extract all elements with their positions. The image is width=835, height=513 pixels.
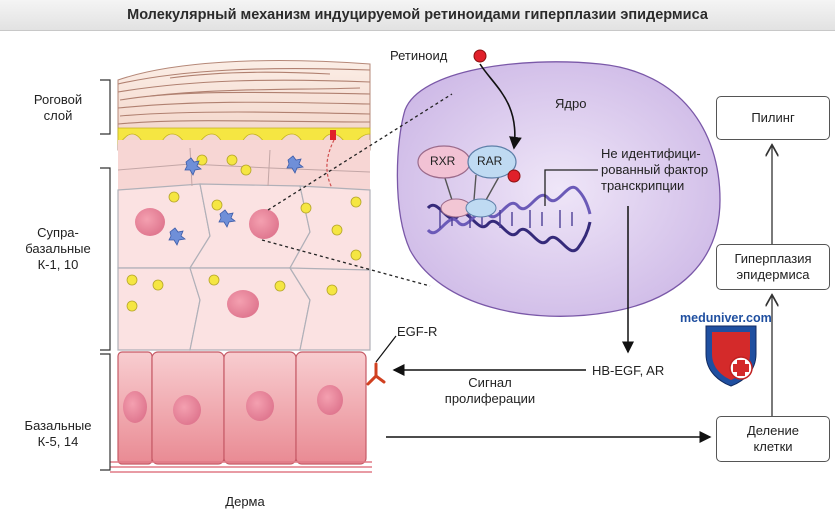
dna-binding-blue	[465, 198, 497, 218]
retinoid-label: Ретиноид	[390, 48, 448, 63]
suprabasal-cells	[117, 183, 371, 351]
layer-brackets	[100, 79, 111, 471]
factor-pointer	[544, 169, 598, 206]
cell-nuclei	[123, 208, 343, 425]
retinoid-arrow	[479, 63, 522, 150]
nucleus-label: Ядро	[555, 96, 587, 111]
horny-stripes	[117, 67, 371, 125]
dermis-label: Дерма	[225, 494, 265, 509]
signal-line-2: пролиферации	[444, 391, 536, 406]
basal-label-line-2: К-5, 14	[37, 434, 79, 449]
factor-line-3: транскрипции	[601, 178, 685, 193]
factor-line-2: рованный фактор	[601, 162, 709, 177]
red-connector	[326, 139, 335, 189]
rar-receptor	[467, 145, 517, 179]
hyperplasia-line-1: Гиперплазия	[734, 251, 812, 266]
bound-retinoid-dot	[507, 169, 521, 183]
suprabasal-label-line-3: К-1, 10	[37, 257, 79, 272]
hyperplasia-line-2: эпидермиса	[736, 267, 810, 282]
peeling-label: Пилинг	[751, 110, 795, 125]
horny-layer-label: Роговой слой	[18, 92, 98, 124]
dermis-lines	[110, 461, 372, 473]
hyperplasia-box: Гиперплазия эпидермиса	[716, 244, 830, 290]
receptor-stems	[443, 174, 501, 201]
division-line-1: Деление	[746, 423, 800, 438]
factor-line-1: Не идентифици-	[601, 146, 701, 161]
rxr-label: RXR	[430, 154, 456, 168]
egfr-receptor	[366, 362, 386, 386]
hbegf-label: HB-EGF, AR	[592, 363, 665, 378]
watermark-text: meduniver.com	[680, 311, 772, 325]
division-line-2: клетки	[753, 439, 793, 454]
red-gap-junction	[330, 130, 336, 140]
zoom-lines	[261, 93, 453, 287]
basal-layer-label: Базальные К-5, 14	[18, 418, 98, 450]
retinoid-dot	[473, 49, 487, 63]
transcription-factor-label: Не идентифици- рованный фактор транскрип…	[601, 146, 708, 194]
cell-division-box: Деление клетки	[716, 416, 830, 462]
signal-line-1: Сигнал	[468, 375, 512, 390]
proliferation-signal-label: Сигнал пролиферации	[420, 375, 560, 407]
egfr-label: EGF-R	[397, 324, 438, 339]
egfr-leader	[375, 335, 397, 363]
blue-particles	[168, 155, 304, 246]
horny-layer-label-line-1: Роговой	[33, 92, 83, 107]
horny-layer-label-line-2: слой	[43, 108, 73, 123]
suprabasal-label-line-2: базальные	[25, 241, 91, 256]
yellow-granules	[126, 154, 362, 312]
nucleus	[396, 61, 721, 317]
rar-label: RAR	[477, 154, 503, 168]
suprabasal-layer-label: Супра- базальные К-1, 10	[18, 225, 98, 273]
skin-section	[110, 60, 372, 473]
watermark-shield	[705, 325, 757, 387]
basal-label-line-1: Базальные	[24, 418, 92, 433]
peeling-box: Пилинг	[716, 96, 830, 140]
diagram-title: Молекулярный механизм индуцируемой ретин…	[127, 7, 708, 23]
title-bar: Молекулярный механизм индуцируемой ретин…	[0, 0, 835, 31]
suprabasal-label-line-1: Супра-	[37, 225, 79, 240]
